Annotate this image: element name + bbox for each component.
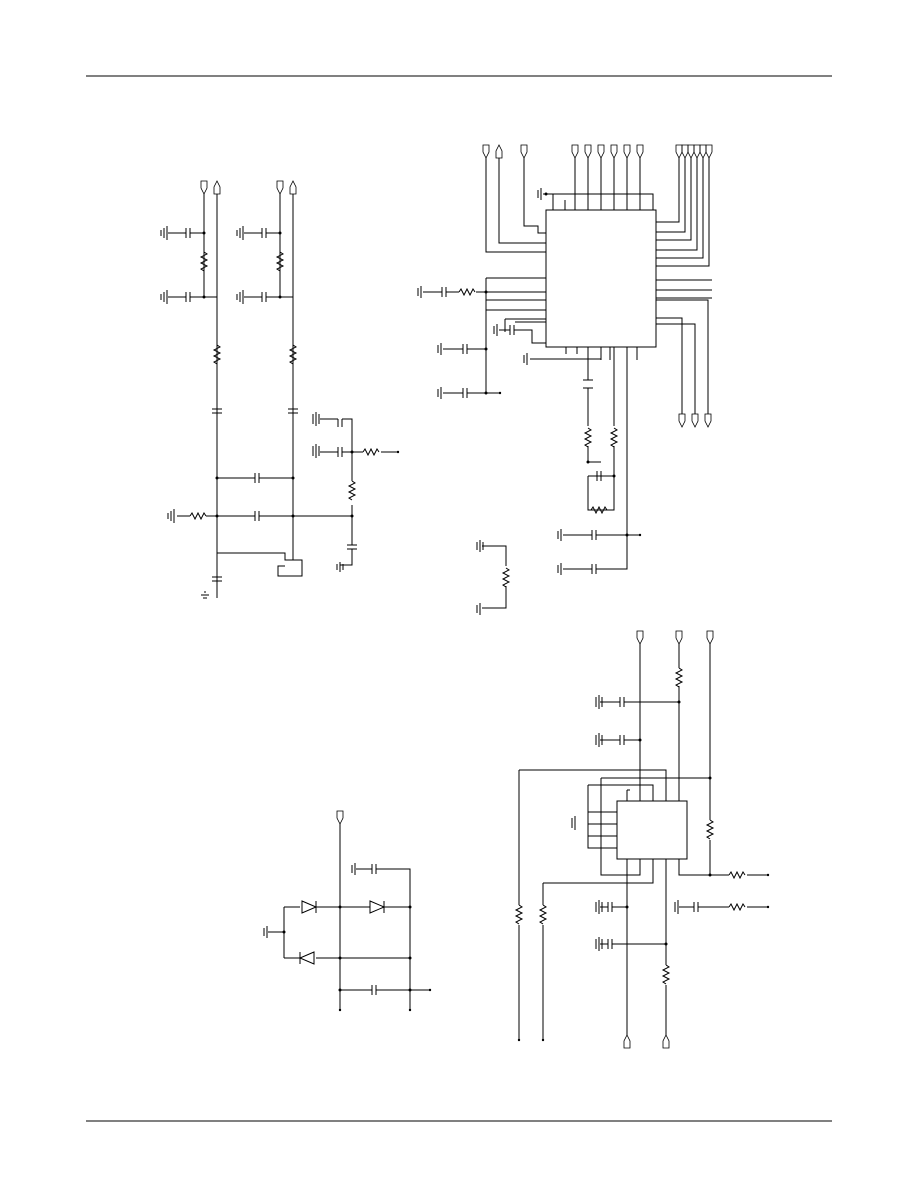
ic-icon [616,800,688,860]
capacitor-icon [371,864,377,995]
ground-icon [571,695,679,951]
port-icon [623,630,714,1049]
ground-icon [160,226,344,599]
block-diode-rectifier [263,810,432,1012]
diode-icon [298,900,386,965]
capacitor-icon [185,228,357,582]
port-icon [336,810,344,825]
resistor-icon [514,667,746,985]
ground-icon [417,188,562,615]
capacitor-icon [607,697,699,949]
resistor-icon [189,251,380,521]
block-dual-input-filter [160,180,400,599]
block-secondary-ic [514,630,770,1049]
block-main-ic [417,144,713,615]
resistor-icon [458,287,619,588]
ground-icon [263,863,356,938]
port-icon [200,180,297,195]
port-icon [482,144,713,428]
ic-icon [545,209,657,348]
